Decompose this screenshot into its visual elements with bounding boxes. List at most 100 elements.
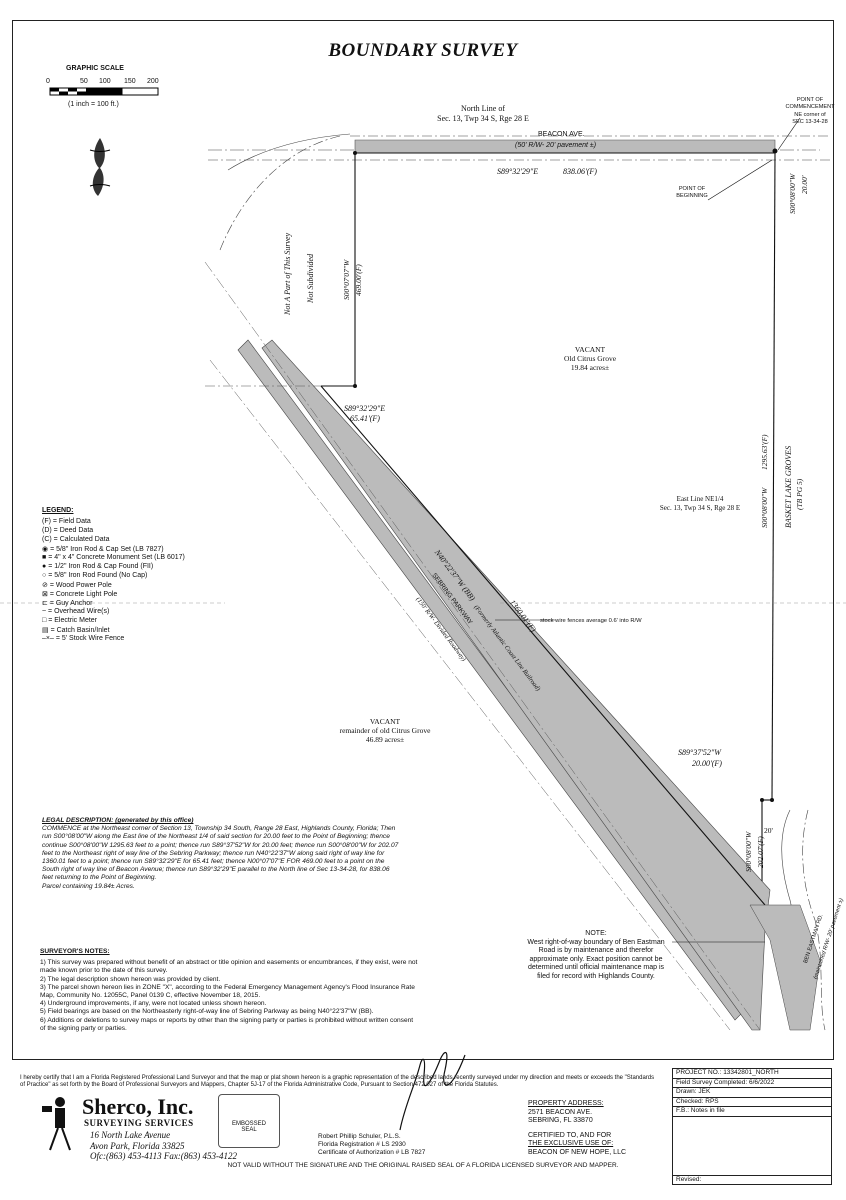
wood-power-pole-icon: ⊘ [42,582,50,589]
west-distance: 469.00'(F) [354,264,363,296]
page-title: BOUNDARY SURVEY [328,40,518,61]
guy-anchor-icon: ⊏ [42,600,50,607]
ben-eastman-note: NOTE: West right-of-way boundary of Ben … [527,930,665,980]
overhead-wire-icon: ~ [42,608,49,615]
west-bearing: S00°07'07"W [342,259,351,300]
basket-lake-label: BASKET LAKE GROVES [784,445,793,528]
embossed-seal: EMBOSSED SEAL [218,1094,280,1148]
catch-basin-icon: ▤ [42,627,51,634]
note-item: 2) The legal description shown hereon wa… [40,975,221,983]
project-number: PROJECT NO.: 13342801_NORTH [673,1069,831,1079]
note-item: 4) Underground improvements, if any, wer… [40,1000,267,1008]
legal-description-text: COMMENCE at the Northeast corner of Sect… [42,825,399,882]
checked-by: Checked: RPS [673,1098,831,1107]
certification-text: I hereby certify that I am a Florida Reg… [20,1075,655,1089]
concrete-monument-icon: ■ [42,554,49,561]
legend-item: ⊠ = Concrete Light Pole [42,591,118,598]
legend-item: ⊏ = Guy Anchor [42,600,93,607]
scale-note: (1 inch = 100 ft.) [68,101,119,108]
scale-tick: 100 [99,78,111,85]
legend-title: LEGEND: [42,507,74,514]
note-item: 3) The parcel shown hereon lies in ZONE … [40,983,415,1000]
legend-item: (C) = Calculated Data [42,536,110,543]
south-east-bearing: S00°08'00"W [744,831,753,872]
east-bearing: S00°08'00"W [760,487,769,528]
basket-lake-book: (TB PG 5) [795,478,804,510]
concrete-light-pole-icon: ⊠ [42,591,50,598]
field-survey-date: Field Survey Completed: 6/6/2022 [673,1079,831,1088]
mid-distance: 65.41'(F) [350,414,380,423]
legend-item: (D) = Deed Data [42,527,94,534]
beacon-ave-label: BEACON AVE. [538,131,585,138]
scale-label: GRAPHIC SCALE [66,65,124,72]
east-distance: 1295.63'(F) [760,434,769,470]
note-item: 5) Field bearings are based on the North… [40,1008,374,1016]
legend-item: ■ = 4" x 4" Concrete Monument Set (LB 60… [42,554,185,561]
legend-item: ▤ = Catch Basin/Inlet [42,627,110,634]
graphic-scale-bar [49,87,159,96]
legend-item: ⊘ = Wood Power Pole [42,582,112,589]
property-block: PROPERTY ADDRESS: 2571 BEACON AVE. SEBRI… [528,1100,627,1156]
beacon-pavement-label: (50' R/W- 20' pavement ±) [515,142,597,149]
legend-item: ● = 1/2" Iron Rod & Cap Found (FII) [42,563,154,570]
field-book: F.B.: Notes in file [673,1107,831,1117]
ben-eastman-road [749,809,826,1031]
company-address: 16 North Lake Avenue Avon Park, Florida … [90,1130,238,1161]
validity-note: NOT VALID WITHOUT THE SIGNATURE AND THE … [227,1162,619,1169]
north-bearing: S89°32'29"E [497,167,539,176]
fence-note: stock wire fences average 0.6' into R/W [540,618,642,624]
south-east-distance: 202.07'(F) [756,836,765,868]
title-block-blank [673,1117,831,1176]
parcel-boundary [321,152,776,910]
company-name: Sherco, Inc. [82,1094,194,1119]
legend-item: □ = Electric Meter [42,617,98,624]
not-part-label: Not A Part of This Survey [283,232,292,315]
legal-description: LEGAL DESCRIPTION: (generated by this of… [42,817,402,891]
south-bearing: S89°37'52"W [678,748,721,757]
surveyor-signature [399,1052,466,1131]
mid-bearing: S89°32'29"E [344,404,386,413]
legend-item: ○ = 5/8" Iron Rod Found (No Cap) [42,572,148,579]
iron-rod-set-icon: ◉ [42,546,51,553]
legal-description-title: LEGAL DESCRIPTION: (generated by this of… [42,817,194,824]
scale-tick: 50 [80,78,88,85]
scale-tick: 200 [147,78,159,85]
note-item: 6) Additions or deletions to survey maps… [40,1016,414,1032]
iron-rod-found-icon: ● [42,563,49,570]
legal-parcel: Parcel containing 19.84± Acres. [42,882,135,890]
east-short-distance: 20.00' [800,175,809,194]
legend-item: (F) = Field Data [42,518,91,525]
electric-meter-icon: □ [42,617,49,624]
north-arrow-icon [89,138,111,196]
not-subdivided-label: Not Subdivided [306,253,315,303]
legend-item: –×– = 5' Stock Wire Fence [42,635,125,642]
scale-tick: 0 [46,78,50,85]
surveyor-signature-block: Robert Phillip Schuler, P.L.S. Florida R… [318,1133,426,1156]
legend-item: ~ = Overhead Wire(s) [42,608,110,615]
stock-wire-fence-icon: –×– [42,635,56,642]
company-subtitle: SURVEYING SERVICES [84,1118,194,1128]
south-distance: 20.00'(F) [692,759,722,768]
iron-rod-no-cap-icon: ○ [42,572,49,579]
drawn-by: Drawn: JEK [673,1088,831,1098]
surveyor-notes: SURVEYOR'S NOTES: 1) This survey was pre… [40,948,420,1033]
legend-item: ◉ = 5/8" Iron Rod & Cap Set (LB 7827) [42,546,164,553]
surveyor-logo-icon [42,1097,71,1151]
sebring-parkway [204,261,771,1031]
twenty-foot-label: 20' [764,826,773,835]
surveyor-notes-title: SURVEYOR'S NOTES: [40,948,110,955]
east-short-bearing: S00°08'00"W [788,173,797,214]
note-item: 1) This survey was prepared without bene… [40,959,418,975]
scale-tick: 150 [124,78,136,85]
revised: Revised: [676,1175,702,1183]
title-block: PROJECT NO.: 13342801_NORTH Field Survey… [672,1068,832,1185]
north-distance: 838.06'(F) [563,167,597,176]
